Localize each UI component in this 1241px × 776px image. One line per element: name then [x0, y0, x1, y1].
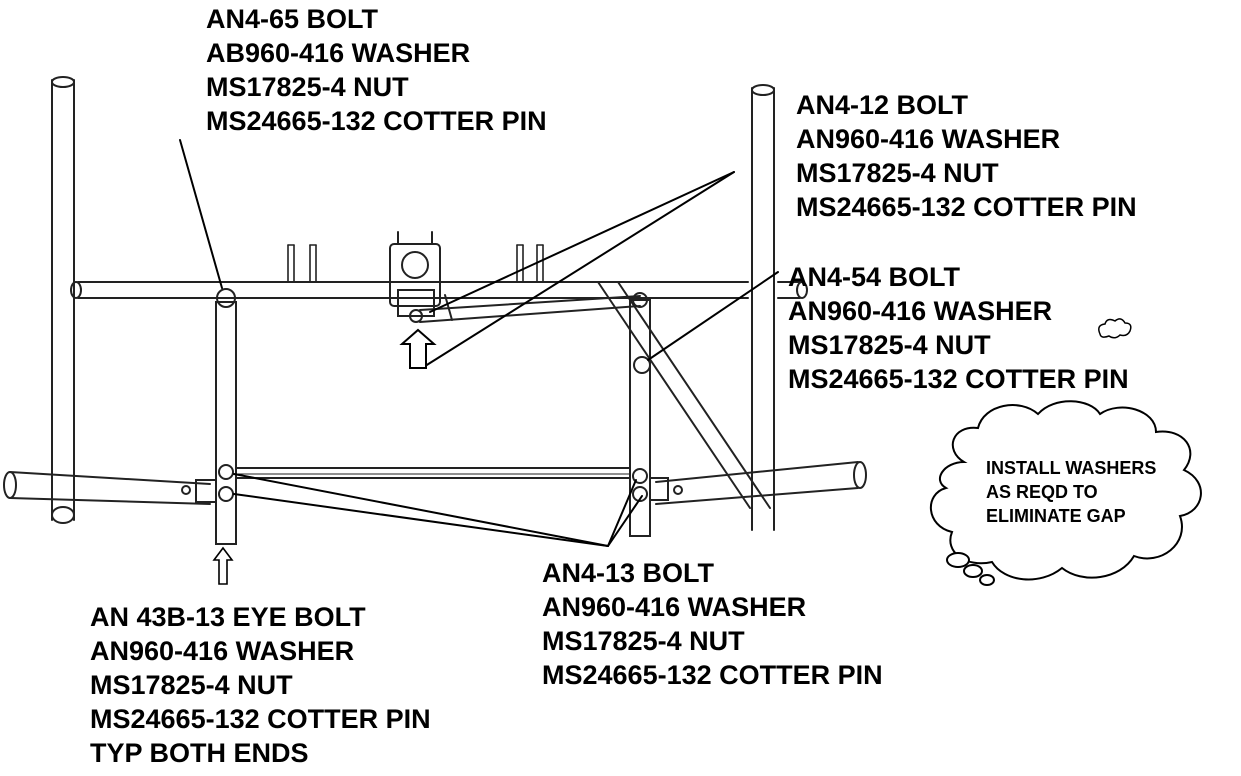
callout-line: AN960-416 WASHER [796, 124, 1061, 154]
callout-line: MS24665-132 COTTER PIN [796, 192, 1137, 222]
thought-bubble-text: INSTALL WASHERS AS REQD TO ELIMINATE GAP [986, 456, 1156, 528]
callout-line: MS24665-132 COTTER PIN [788, 364, 1129, 394]
callout-top-right: AN4-12 BOLT AN960-416 WASHER MS17825-4 N… [796, 88, 1137, 224]
callout-line: AN 43B-13 EYE BOLT [90, 602, 366, 632]
center-up-arrow [399, 328, 437, 369]
right-vertical-strut [629, 292, 651, 537]
callout-line: MS24665-132 COTTER PIN [542, 660, 883, 690]
small-cloud-icon [1098, 318, 1132, 339]
bubble-line: INSTALL WASHERS [986, 458, 1157, 478]
callout-line: MS17825-4 NUT [542, 626, 745, 656]
callout-line: AN4-12 BOLT [796, 90, 969, 120]
callout-line: AN960-416 WASHER [788, 296, 1053, 326]
callout-line: AN960-416 WASHER [90, 636, 355, 666]
diagonal-brace-rod [419, 294, 641, 323]
leader-lines [179, 139, 779, 547]
center-bracket [389, 231, 441, 323]
left-gear-tube [3, 471, 217, 505]
left-frame-tube [51, 76, 75, 524]
callout-line: AN4-13 BOLT [542, 558, 715, 588]
callout-line: MS17825-4 NUT [90, 670, 293, 700]
right-frame-tube [751, 84, 775, 531]
callout-line: AN960-416 WASHER [542, 592, 807, 622]
callout-bottom-center: AN4-13 BOLT AN960-416 WASHER MS17825-4 N… [542, 556, 883, 692]
slanted-tube [597, 281, 771, 509]
u-bolt-clamps [287, 244, 544, 283]
callout-line: TYP BOTH ENDS [90, 738, 309, 768]
callout-top-left: AN4-65 BOLT AB960-416 WASHER MS17825-4 N… [206, 2, 547, 138]
callout-middle-right: AN4-54 BOLT AN960-416 WASHER MS17825-4 N… [788, 260, 1129, 396]
thought-bubble [930, 400, 1202, 586]
upper-cross-tube [70, 281, 808, 299]
callout-line: MS17825-4 NUT [796, 158, 999, 188]
lower-tie-rod [235, 467, 631, 479]
bubble-line: AS REQD TO [986, 482, 1098, 502]
left-vertical-strut [215, 288, 237, 545]
right-gear-tube [649, 461, 867, 505]
callout-line: AN4-54 BOLT [788, 262, 961, 292]
callout-line: AB960-416 WASHER [206, 38, 471, 68]
callout-line: MS24665-132 COTTER PIN [206, 106, 547, 136]
callout-line: MS17825-4 NUT [788, 330, 991, 360]
bubble-line: ELIMINATE GAP [986, 506, 1126, 526]
eye-bolt-up-arrow [212, 546, 234, 585]
callout-bottom-left: AN 43B-13 EYE BOLT AN960-416 WASHER MS17… [90, 600, 431, 770]
callout-line: MS17825-4 NUT [206, 72, 409, 102]
callout-line: AN4-65 BOLT [206, 4, 379, 34]
callout-line: MS24665-132 COTTER PIN [90, 704, 431, 734]
